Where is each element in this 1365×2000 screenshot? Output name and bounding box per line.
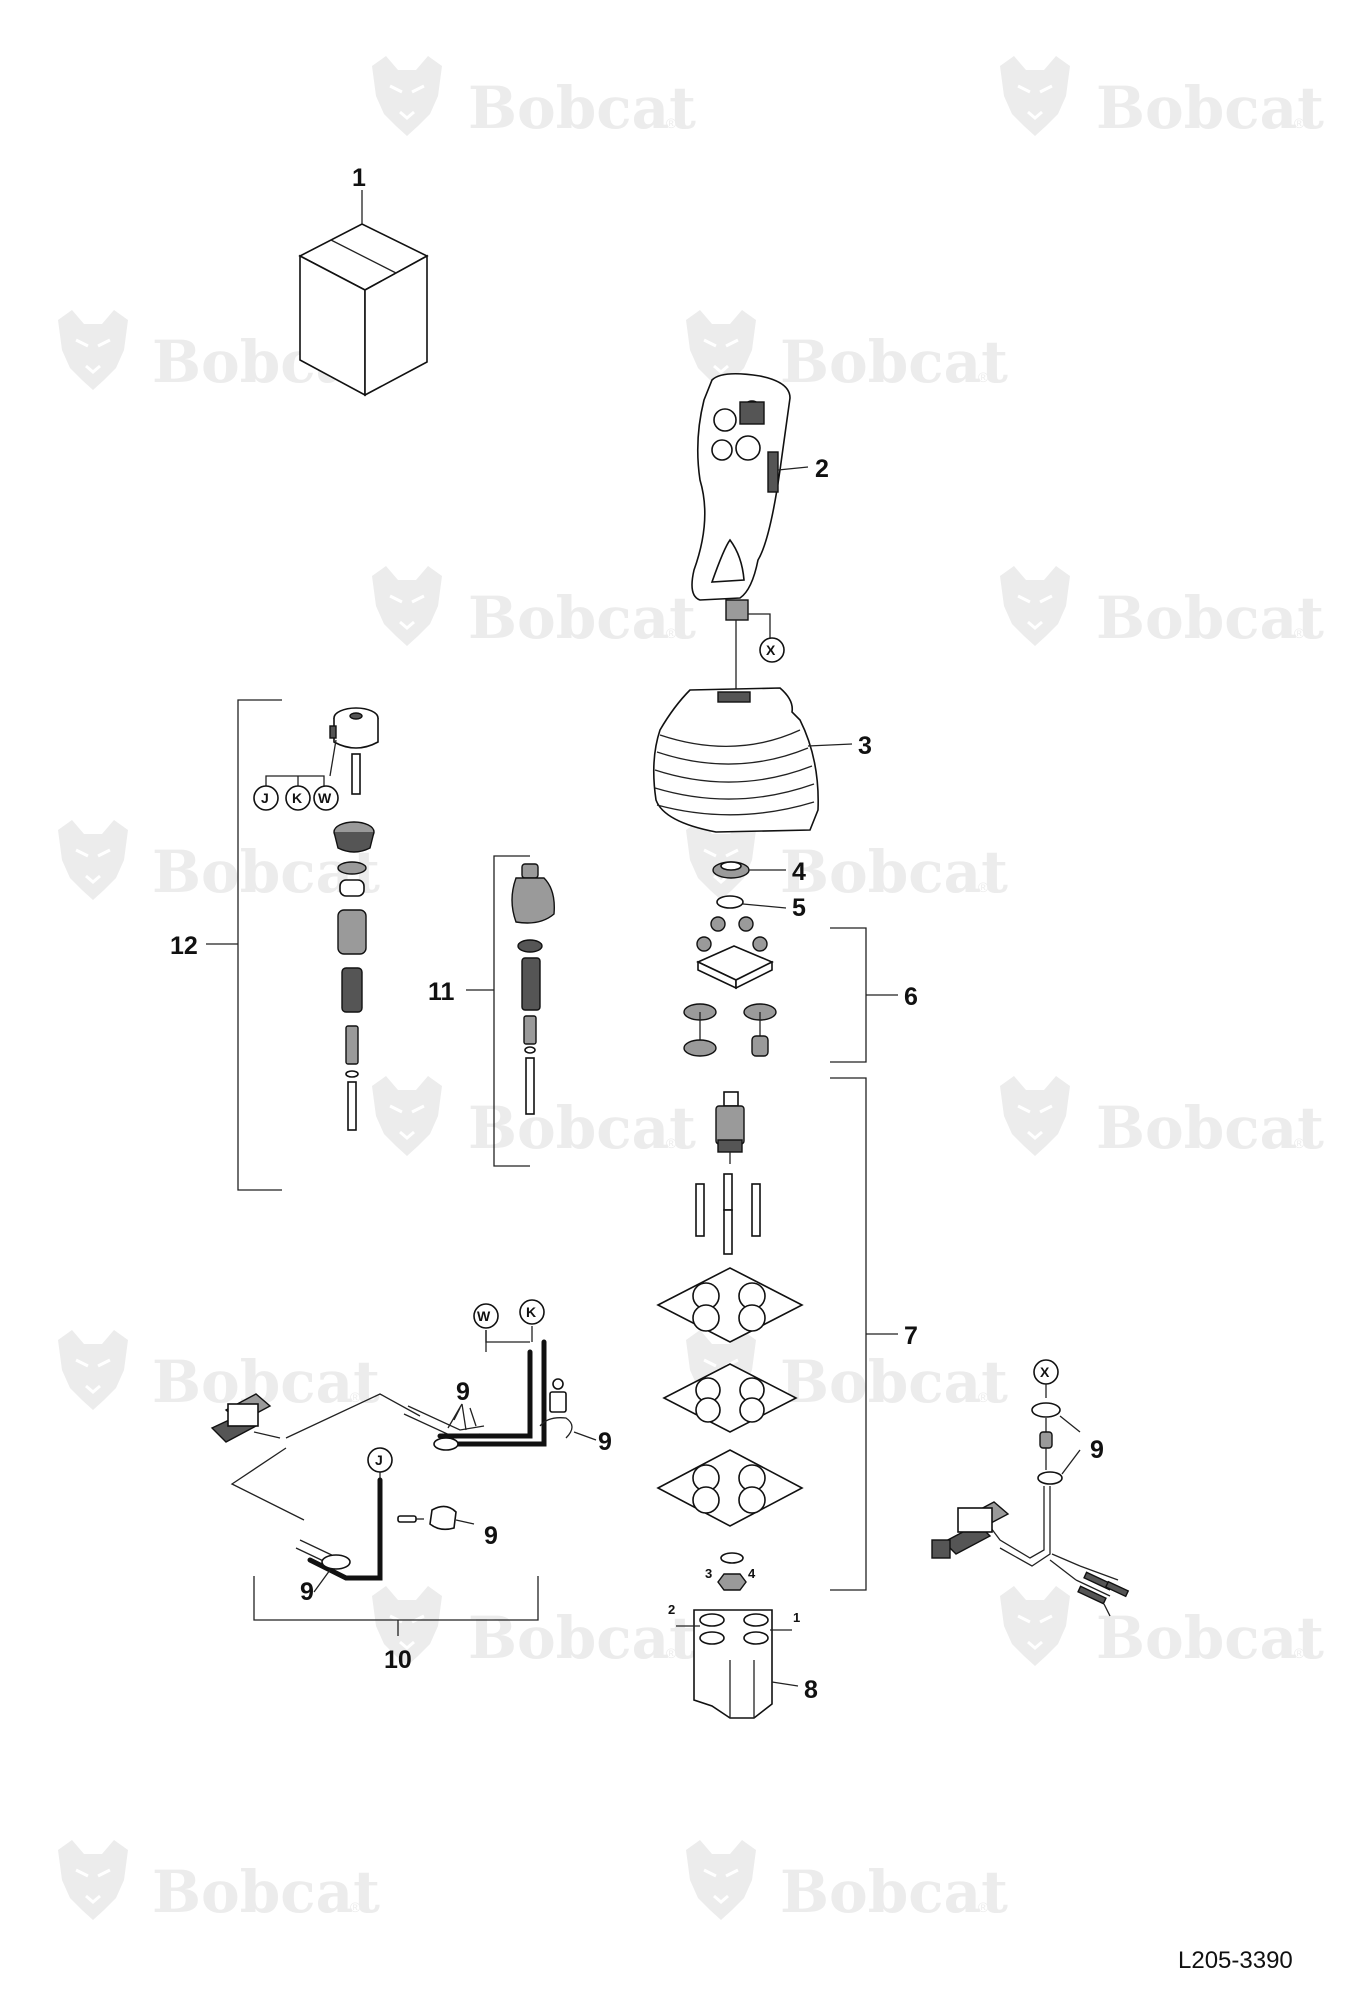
bracket-7: [830, 1077, 898, 1591]
bracket-10: [253, 1576, 539, 1636]
watermark-reg: ®: [1294, 1645, 1305, 1661]
watermark-reg: ®: [666, 1645, 677, 1661]
watermark-text: Bobcat: [1096, 74, 1324, 142]
watermark-reg: ®: [978, 1899, 989, 1915]
part-1-kit-box: [298, 190, 429, 397]
watermark-reg: ®: [978, 1389, 989, 1405]
watermark-text: Bobcat: [1096, 1604, 1324, 1672]
watermark-text: Bobcat: [1096, 584, 1324, 652]
callout-1: 1: [352, 164, 366, 192]
watermark-text: Bobcat: [780, 1858, 1008, 1926]
callout-2: 2: [815, 455, 829, 483]
callout-3: 3: [858, 732, 872, 760]
port-number-3: 3: [705, 1566, 712, 1581]
callout-11: 11: [428, 978, 455, 1006]
tag-j-harness: J: [375, 1452, 383, 1468]
watermark-reg: ®: [978, 369, 989, 385]
callout-9-clamp-bottom: 9: [484, 1522, 498, 1550]
watermark-reg: ®: [666, 1135, 677, 1151]
watermark-row-5: Bobcat ® Bobcat ®: [370, 1074, 1324, 1162]
port-number-2: 2: [668, 1602, 675, 1617]
part-2-joystick-handle: [691, 372, 809, 621]
callout-9-j-wire: 9: [300, 1578, 314, 1606]
bracket-6: [830, 927, 898, 1063]
callout-12: 12: [170, 932, 198, 960]
connector-tags-jkw: J K W: [253, 739, 339, 811]
callout-4: 4: [792, 858, 806, 886]
part-5-o-ring: [716, 895, 787, 909]
part-4-nut: [712, 861, 786, 879]
watermark-reg: ®: [350, 1899, 361, 1915]
tag-j: J: [261, 790, 269, 806]
watermark-reg: ®: [666, 115, 677, 131]
callout-7: 7: [904, 1322, 918, 1350]
watermark-text: Bobcat: [780, 328, 1008, 396]
watermark-text: Bobcat: [468, 584, 696, 652]
tag-x: X: [766, 642, 776, 658]
port-number-4: 4: [748, 1566, 756, 1581]
tag-k-harness: K: [526, 1304, 536, 1320]
watermark-reg: ®: [1294, 625, 1305, 641]
watermark-text: Bobcat: [468, 1094, 696, 1162]
gasket-plate-b: [662, 1363, 798, 1433]
part-7-plunger-stack: [656, 1091, 804, 1564]
watermark-row-1: Bobcat ® Bobcat ®: [370, 54, 1324, 142]
watermark-text: Bobcat: [468, 1604, 696, 1672]
watermark-reg: ®: [666, 625, 677, 641]
port-number-1: 1: [793, 1610, 800, 1625]
watermark-text: Bobcat: [780, 1348, 1008, 1416]
watermark-reg: ®: [1294, 1135, 1305, 1151]
part-6-plate-assembly: [683, 916, 777, 1057]
watermark-layer: Bobcat ® Bobcat ® Bobcat ® Bobcat ® Bobc…: [56, 54, 1324, 1926]
watermark-row-7: Bobcat ® Bobcat ®: [370, 1584, 1324, 1672]
part-11-cartridge: [511, 863, 555, 1115]
part-8-valve-body: [676, 1573, 799, 1719]
watermark-row-2: Bobcat ® Bobcat ®: [56, 308, 1008, 396]
callout-9-clamp-top: 9: [598, 1428, 612, 1456]
part-10-wiring-harness: W K J: [210, 1299, 597, 1593]
bracket-12: [206, 699, 282, 1191]
callout-6: 6: [904, 983, 918, 1011]
connector-x-top: X: [748, 613, 785, 663]
part-3-rubber-boot: [652, 687, 853, 833]
tag-k: K: [292, 790, 302, 806]
callout-10: 10: [384, 1646, 412, 1674]
watermark-text: Bobcat: [1096, 1094, 1324, 1162]
watermark-text: Bobcat: [780, 838, 1008, 906]
tag-x-right: X: [1040, 1364, 1050, 1380]
watermark-row-3: Bobcat ® Bobcat ®: [370, 564, 1324, 652]
watermark-reg: ®: [350, 1389, 361, 1405]
callout-9-right: 9: [1090, 1436, 1104, 1464]
part-12-cartridge-assembly: [329, 707, 379, 1131]
part-9-right-harness: X: [931, 1359, 1130, 1617]
watermark-reg: ®: [1294, 115, 1305, 131]
watermark-reg: ®: [978, 879, 989, 895]
tag-w-harness: W: [477, 1308, 491, 1324]
tag-w: W: [318, 790, 332, 806]
drawing-code: L205-3390: [1178, 1947, 1293, 1974]
gasket-plate-a: [656, 1267, 804, 1343]
watermark-row-8: Bobcat ® Bobcat ®: [56, 1838, 1008, 1926]
callout-5: 5: [792, 894, 806, 922]
gasket-plate-c: [656, 1449, 804, 1527]
bracket-11: [466, 855, 530, 1167]
callout-9-harness-upper: 9: [456, 1378, 470, 1406]
callout-8: 8: [804, 1676, 818, 1704]
watermark-text: Bobcat: [152, 1858, 380, 1926]
watermark-text: Bobcat: [468, 74, 696, 142]
